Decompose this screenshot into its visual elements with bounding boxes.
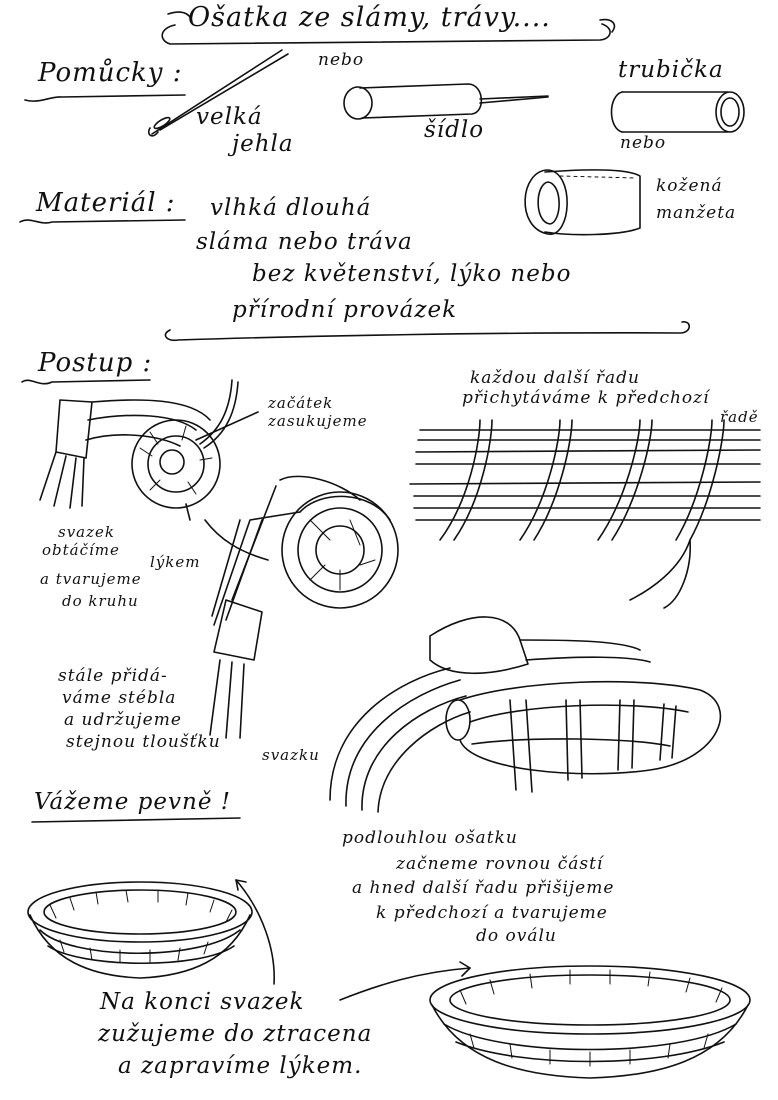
coil-spiral-illustration <box>205 476 398 738</box>
leather-cuff-icon <box>525 170 640 235</box>
awl-icon <box>344 84 548 119</box>
rows-attached-illustration <box>410 420 760 608</box>
oval-label-5: do oválu <box>476 926 557 946</box>
basket-small-illustration <box>28 882 252 978</box>
end-label-2: zužujeme do ztracena <box>98 1021 373 1047</box>
row-label-1: každou další řadu <box>470 368 640 388</box>
oval-label-1: podlouhlou ošatku <box>342 828 518 848</box>
cuff-label-2: manžeta <box>656 203 737 223</box>
row-label-2: přichytáváme k předchozí <box>462 388 710 408</box>
tube-label: trubička <box>618 57 724 83</box>
page-title: Ošatka ze slámy, trávy.... <box>188 2 551 33</box>
cuff-label-1: kožená <box>656 176 723 196</box>
coil-start-illustration <box>40 380 258 520</box>
arrow-to-large-basket <box>340 968 470 1000</box>
wrap-label-4: a tvarujeme <box>40 570 142 588</box>
material-heading: Materiál : <box>36 188 176 218</box>
end-label-3: a zapravíme lýkem. <box>118 1053 363 1079</box>
start-label-1: začátek <box>268 394 334 412</box>
arrow-to-small-basket <box>236 880 274 984</box>
material-line-4: přírodní provázek <box>232 297 458 323</box>
title-scroll-decoration <box>162 12 614 44</box>
add-label-1: stále přidá- <box>58 666 168 686</box>
section-divider <box>165 322 689 341</box>
awl-label: šídlo <box>424 117 485 143</box>
add-label-4: stejnou tloušťku <box>66 732 221 752</box>
tools-heading: Pomůcky : <box>38 58 183 88</box>
tight-underline <box>32 818 240 822</box>
tight-note: Vážeme pevně ! <box>34 789 231 815</box>
tube-icon <box>612 92 745 132</box>
row-label-3: řadě <box>720 408 759 426</box>
oval-label-2: začneme rovnou částí <box>396 854 604 874</box>
needle-icon <box>149 50 288 136</box>
tools-underline <box>25 95 185 101</box>
add-label-3: a udržujeme <box>64 710 182 730</box>
material-underline <box>20 220 185 223</box>
procedure-heading: Postup : <box>38 348 153 378</box>
oval-label-3: a hned další řadu přišijeme <box>352 878 615 898</box>
tools-or-2: nebo <box>620 133 667 153</box>
material-line-2: sláma nebo tráva <box>196 229 413 255</box>
basket-large-illustration <box>430 966 750 1078</box>
end-label-1: Na konci svazek <box>100 989 305 1015</box>
start-label-2: zasukujeme <box>268 412 368 430</box>
needle-label-1: velká <box>196 104 263 130</box>
oval-label-4: k předchozí a tvarujeme <box>376 903 608 923</box>
wrap-label-1: svazek <box>58 523 115 541</box>
tools-or-1: nebo <box>318 50 365 70</box>
material-line-3: bez květenství, lýko nebo <box>252 261 572 287</box>
oval-start-illustration <box>330 617 720 812</box>
wrap-label-5: do kruhu <box>62 592 139 610</box>
add-label-2: váme stébla <box>62 688 177 708</box>
procedure-underline <box>22 380 150 384</box>
material-line-1: vlhká dlouhá <box>210 195 372 221</box>
wrap-label-2: obtáčíme <box>42 541 120 559</box>
wrap-label-3: lýkem <box>150 553 201 571</box>
add-label-5: svazku <box>262 746 320 764</box>
needle-label-2: jehla <box>232 131 294 157</box>
